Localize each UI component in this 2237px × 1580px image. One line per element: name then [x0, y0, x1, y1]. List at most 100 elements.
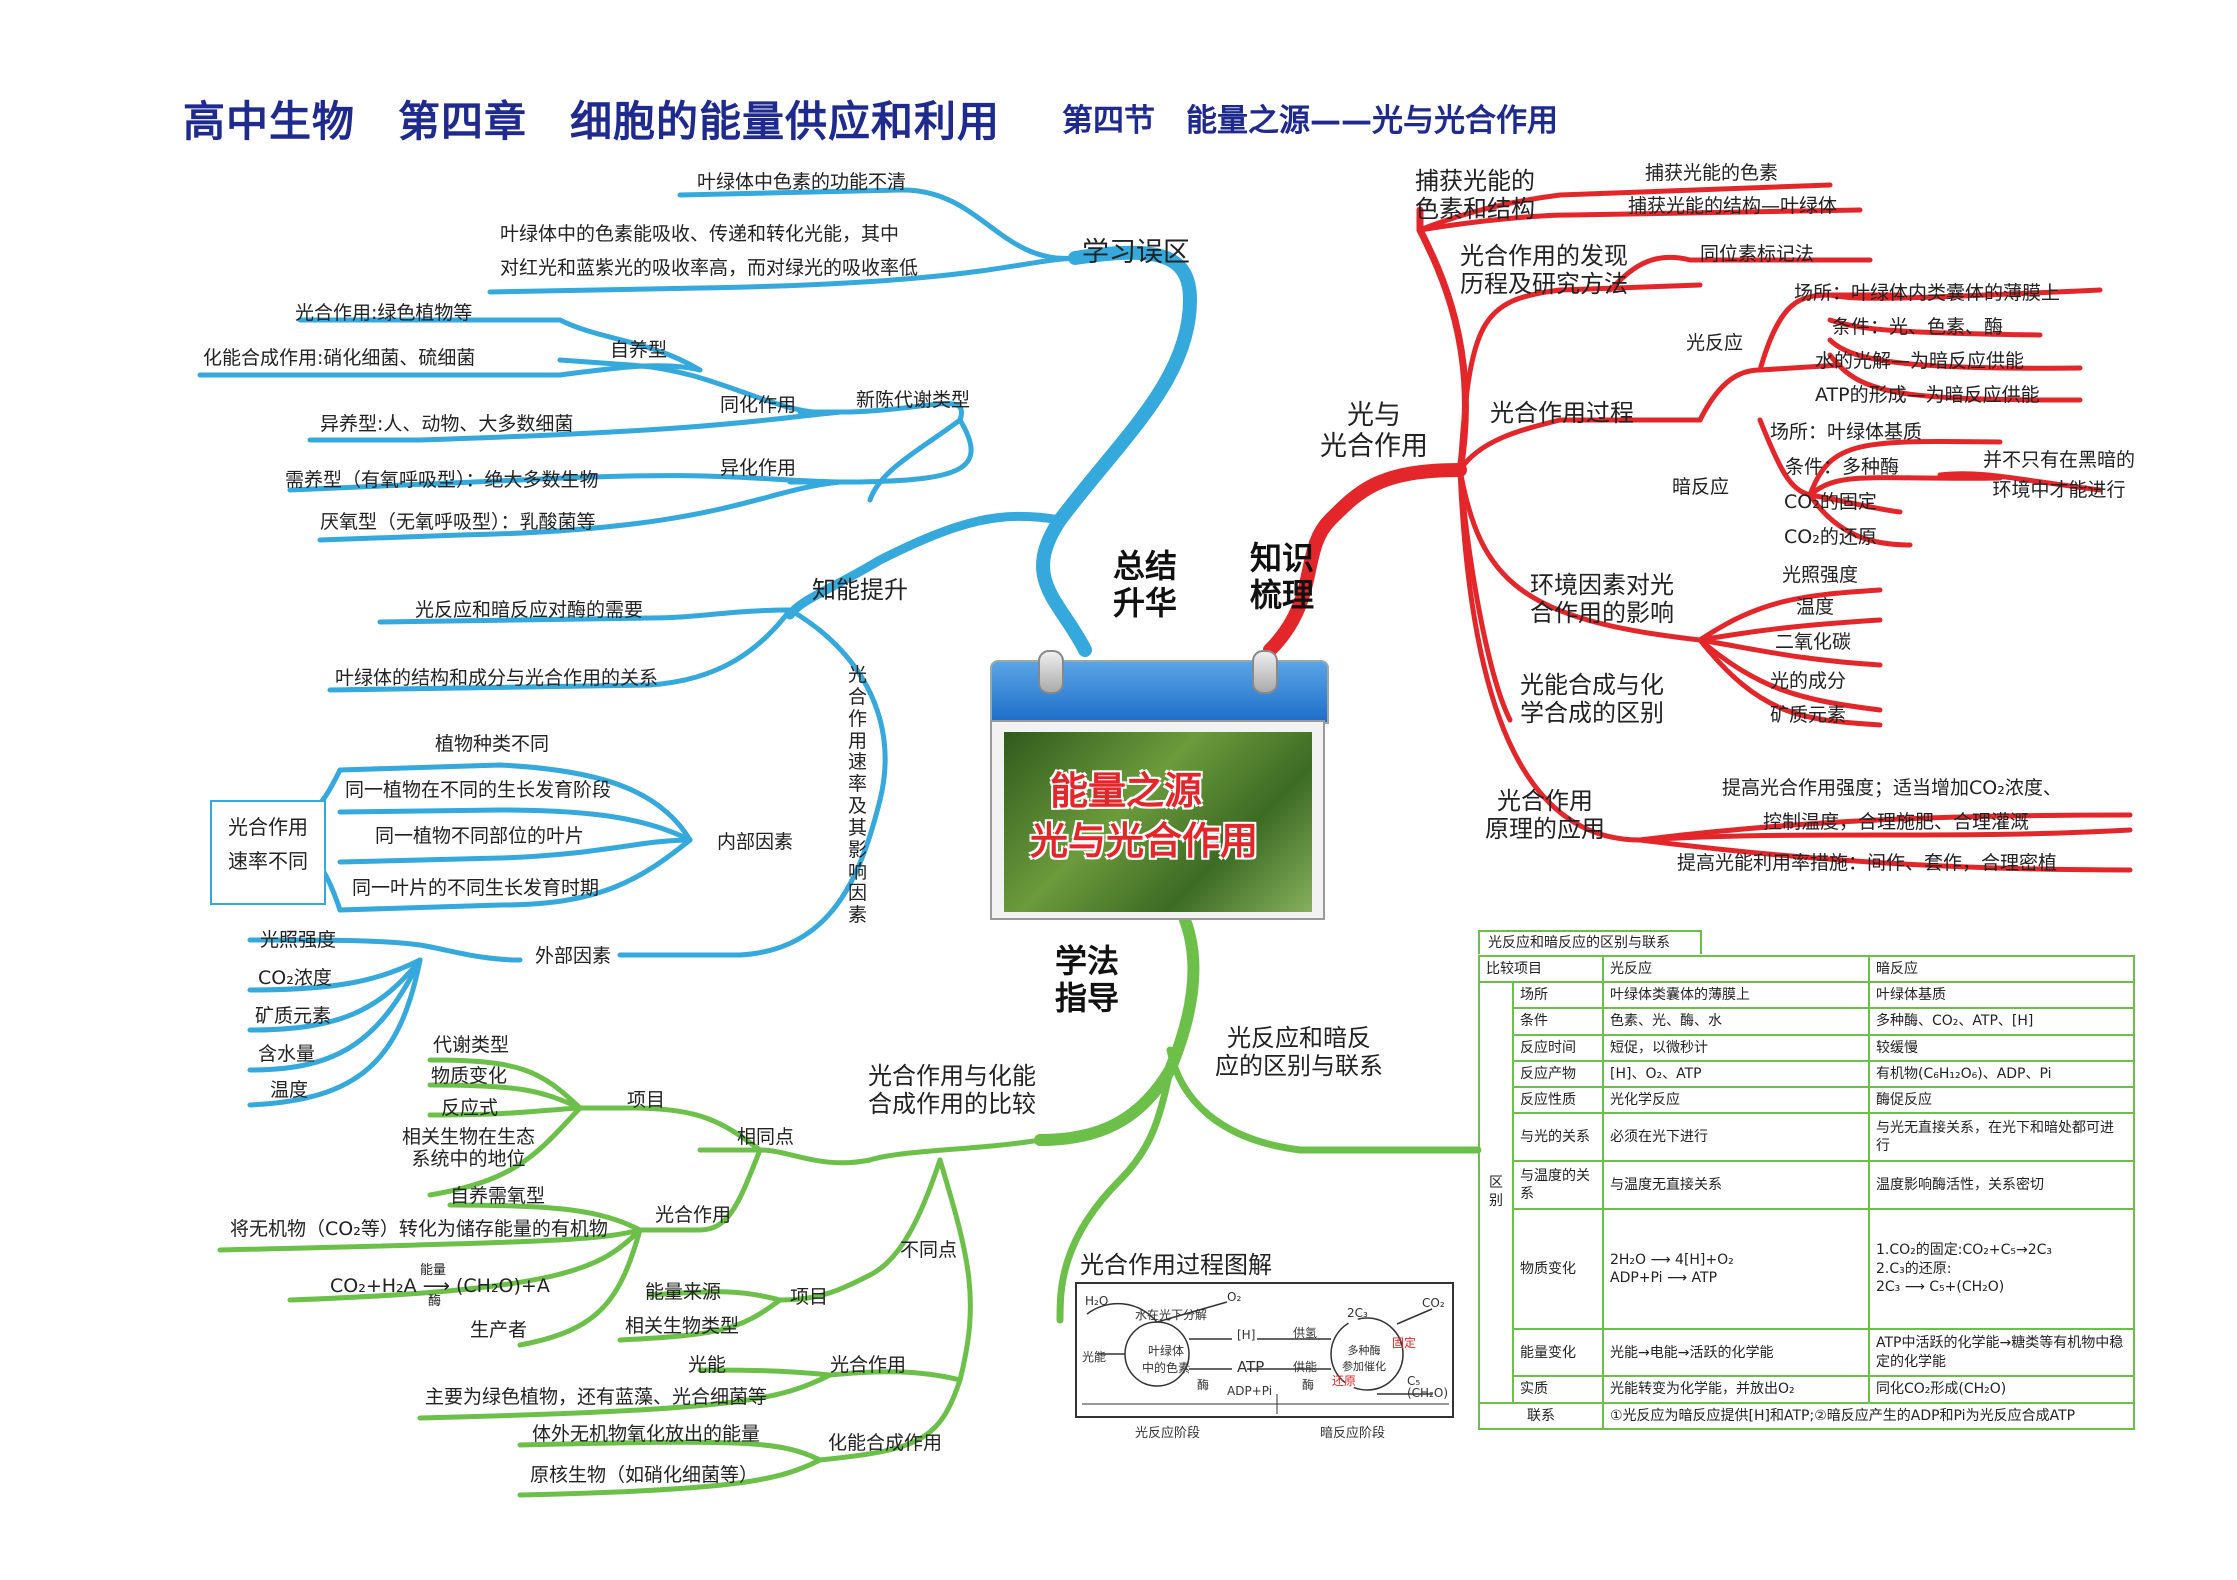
table-cell: 短促，以微秒计 — [1602, 1033, 1870, 1062]
table-cell: ATP中活跃的化学能→糖类等有机物中稳定的化学能 — [1868, 1327, 2135, 1378]
node-discovery: 光合作用的发现 历程及研究方法 — [1460, 242, 1628, 298]
node-process: 光合作用过程 — [1490, 399, 1634, 427]
env-item: 温度 — [1796, 596, 1835, 618]
node-ability: 知能提升 — [812, 576, 908, 604]
diagram-label: 供氢 — [1293, 1326, 1318, 1340]
diagram-label: 叶绿体 中的色素 — [1142, 1344, 1191, 1375]
external-item: 温度 — [270, 1079, 309, 1101]
hub-summary: 总结 升华 — [1113, 547, 1178, 622]
table-cell: 1.CO₂的固定:CO₂+C₅→2C₃ 2.C₃的还原: 2C₃ ⟶ C₅+(C… — [1868, 1207, 2135, 1330]
diff-project-item: 相关生物类型 — [625, 1315, 740, 1337]
light-item: ATP的形成—为暗反应供能 — [1815, 384, 2040, 406]
process-diagram: H₂O 水在光下分解 O₂ [H] 供氢 叶绿体 中的色素 光能 ATP 供能 … — [1075, 1282, 1454, 1418]
calendar-ring — [1252, 650, 1278, 694]
internal-item: 同一叶片的不同生长发育时期 — [352, 877, 600, 899]
table-cell: 物质变化 — [1512, 1207, 1604, 1330]
hub-method: 学法 指导 — [1055, 942, 1120, 1017]
table-row: 与光的关系必须在光下进行与光无直接关系，在光下和暗处都可进行 — [1479, 1112, 2135, 1163]
table-header-row: 比较项目 光反应 暗反应 — [1478, 954, 2135, 984]
table-cell: 光化学反应 — [1602, 1086, 1870, 1115]
application-item: 控制温度，合理施肥、合理灌溉 — [1763, 811, 2030, 833]
diagram-label: 固定 — [1392, 1336, 1417, 1350]
dark-item: CO₂的还原 — [1784, 526, 1877, 548]
node-dissimilation: 异化作用 — [720, 457, 797, 479]
node-compare: 光合作用与化能 合成作用的比较 — [868, 1062, 1036, 1118]
env-item: 光照强度 — [1782, 564, 1859, 586]
table-row: 反应性质光化学反应酶促反应 — [1479, 1086, 2135, 1115]
diff-photo-item: 光能 — [688, 1354, 727, 1376]
node-assimilation: 同化作用 — [720, 394, 797, 416]
diff-label-cell: 区别 — [1478, 981, 1514, 1404]
calendar-ring — [1038, 650, 1064, 694]
autotroph-photo: 光合作用:绿色植物等 — [295, 302, 473, 324]
table-cell: 实质 — [1512, 1375, 1604, 1404]
same-photosynthesis: 光合作用 — [655, 1204, 732, 1226]
diff-chemo-item: 体外无机物氧化放出的能量 — [532, 1423, 761, 1445]
blue-trunk-2 — [785, 511, 1065, 620]
pigment-item: 捕获光能的色素 — [1645, 162, 1779, 184]
node-dark-reaction: 暗反应 — [1672, 476, 1730, 498]
anaerobic: 厌氧型（无氧呼吸型）：乳酸菌等 — [320, 511, 596, 533]
diff-project: 项目 — [790, 1286, 829, 1308]
node-internal: 内部因素 — [717, 831, 794, 853]
diagram-label: 还原 — [1332, 1374, 1357, 1388]
diagram-label: ADP+Pi — [1227, 1384, 1273, 1398]
table-row: 与温度的关系与温度无直接关系温度影响酶活性，关系密切 — [1479, 1160, 2135, 1210]
same-photo-item: 将无机物（CO₂等）转化为储存能量的有机物 — [230, 1218, 608, 1240]
chloroplast-relation: 叶绿体的结构和成分与光合作用的关系 — [335, 667, 659, 689]
table-row: 区别 场所 叶绿体类囊体的薄膜上 叶绿体基质 — [1478, 981, 2135, 1404]
diagram-label: 酶 — [1197, 1378, 1210, 1392]
same-project-item: 物质变化 — [431, 1065, 508, 1087]
light-item: 场所：叶绿体内类囊体的薄膜上 — [1794, 282, 2061, 304]
table-cell: [H]、O₂、ATP — [1602, 1059, 1870, 1089]
rate-box: 光合作用 速率不同 — [210, 800, 326, 905]
diagram-label: C₅ — [1407, 1374, 1421, 1388]
mistake-item: 叶绿体中的色素能吸收、传递和转化光能，其中 — [500, 223, 900, 245]
table-cell: 与光的关系 — [1512, 1112, 1604, 1163]
same-photo-item: 生产者 — [470, 1319, 528, 1341]
diff-photo-item: 主要为绿色植物，还有蓝藻、光合细菌等 — [425, 1386, 768, 1408]
autotroph-chemo: 化能合成作用:硝化细菌、硫细菌 — [203, 347, 476, 369]
table-tab: 光反应和暗反应的区别与联系 — [1478, 930, 1702, 954]
same-photo-equation: CO₂+H₂A ⟶ (CH₂O)+A — [330, 1275, 550, 1297]
external-item: 含水量 — [258, 1043, 316, 1065]
node-photosynthesis: 光与 光合作用 — [1320, 400, 1428, 463]
diagram-label: O₂ — [1227, 1290, 1242, 1304]
node-environment: 环境因素对光 合作用的影响 — [1530, 571, 1674, 627]
table-cell: 温度影响酶活性，关系密切 — [1868, 1160, 2135, 1210]
same-photo-item: 自养需氧型 — [450, 1185, 546, 1207]
table-row: 反应时间短促，以微秒计较缓慢 — [1479, 1033, 2135, 1062]
mistake-item: 叶绿体中色素的功能不清 — [697, 171, 907, 193]
diagram-label: 多种酶 参加催化 — [1342, 1344, 1386, 1373]
equation-enzyme: 酶 — [428, 1294, 442, 1309]
comparison-table: 比较项目 光反应 暗反应 区别 场所 叶绿体类囊体的薄膜上 叶绿体基质 条件色素… — [1478, 954, 2135, 1431]
table-cell: 场所 — [1512, 981, 1604, 1010]
node-application: 光合作用 原理的应用 — [1485, 787, 1605, 843]
same-project-item: 反应式 — [441, 1097, 499, 1119]
stage-light-label: 光反应阶段 — [1135, 1426, 1201, 1441]
diagram-label: 2C₃ — [1347, 1306, 1368, 1320]
table-cell: 必须在光下进行 — [1602, 1112, 1870, 1163]
node-mistakes: 学习误区 — [1082, 237, 1190, 268]
node-relation: 光反应和暗反 应的区别与联系 — [1215, 1024, 1383, 1080]
same-project: 项目 — [627, 1089, 666, 1111]
red-trunk — [1263, 463, 1467, 657]
table-cell: 光能→电能→活跃的化学能 — [1602, 1327, 1870, 1378]
env-item: 二氧化碳 — [1775, 631, 1852, 653]
table-cell: 反应产物 — [1512, 1059, 1604, 1089]
same-project-item: 相关生物在生态 系统中的地位 — [402, 1126, 536, 1170]
internal-item: 同一植物不同部位的叶片 — [375, 825, 585, 847]
node-light-reaction: 光反应 — [1686, 332, 1744, 354]
blue-trunk — [1036, 245, 1198, 657]
table-cell: 2H₂O ⟶ 4[H]+O₂ ADP+Pi ⟶ ATP — [1602, 1207, 1870, 1330]
diagram-label: 酶 — [1302, 1378, 1315, 1392]
diagram-label: [H] — [1237, 1328, 1256, 1342]
stage-dark-label: 暗反应阶段 — [1320, 1426, 1386, 1441]
pigment-item: 捕获光能的结构—叶绿体 — [1628, 195, 1838, 217]
dark-item: CO₂的固定 — [1784, 491, 1877, 513]
table-cell: 较缓慢 — [1868, 1033, 2135, 1062]
light-item: 条件：光、色素、酶 — [1832, 316, 2004, 338]
